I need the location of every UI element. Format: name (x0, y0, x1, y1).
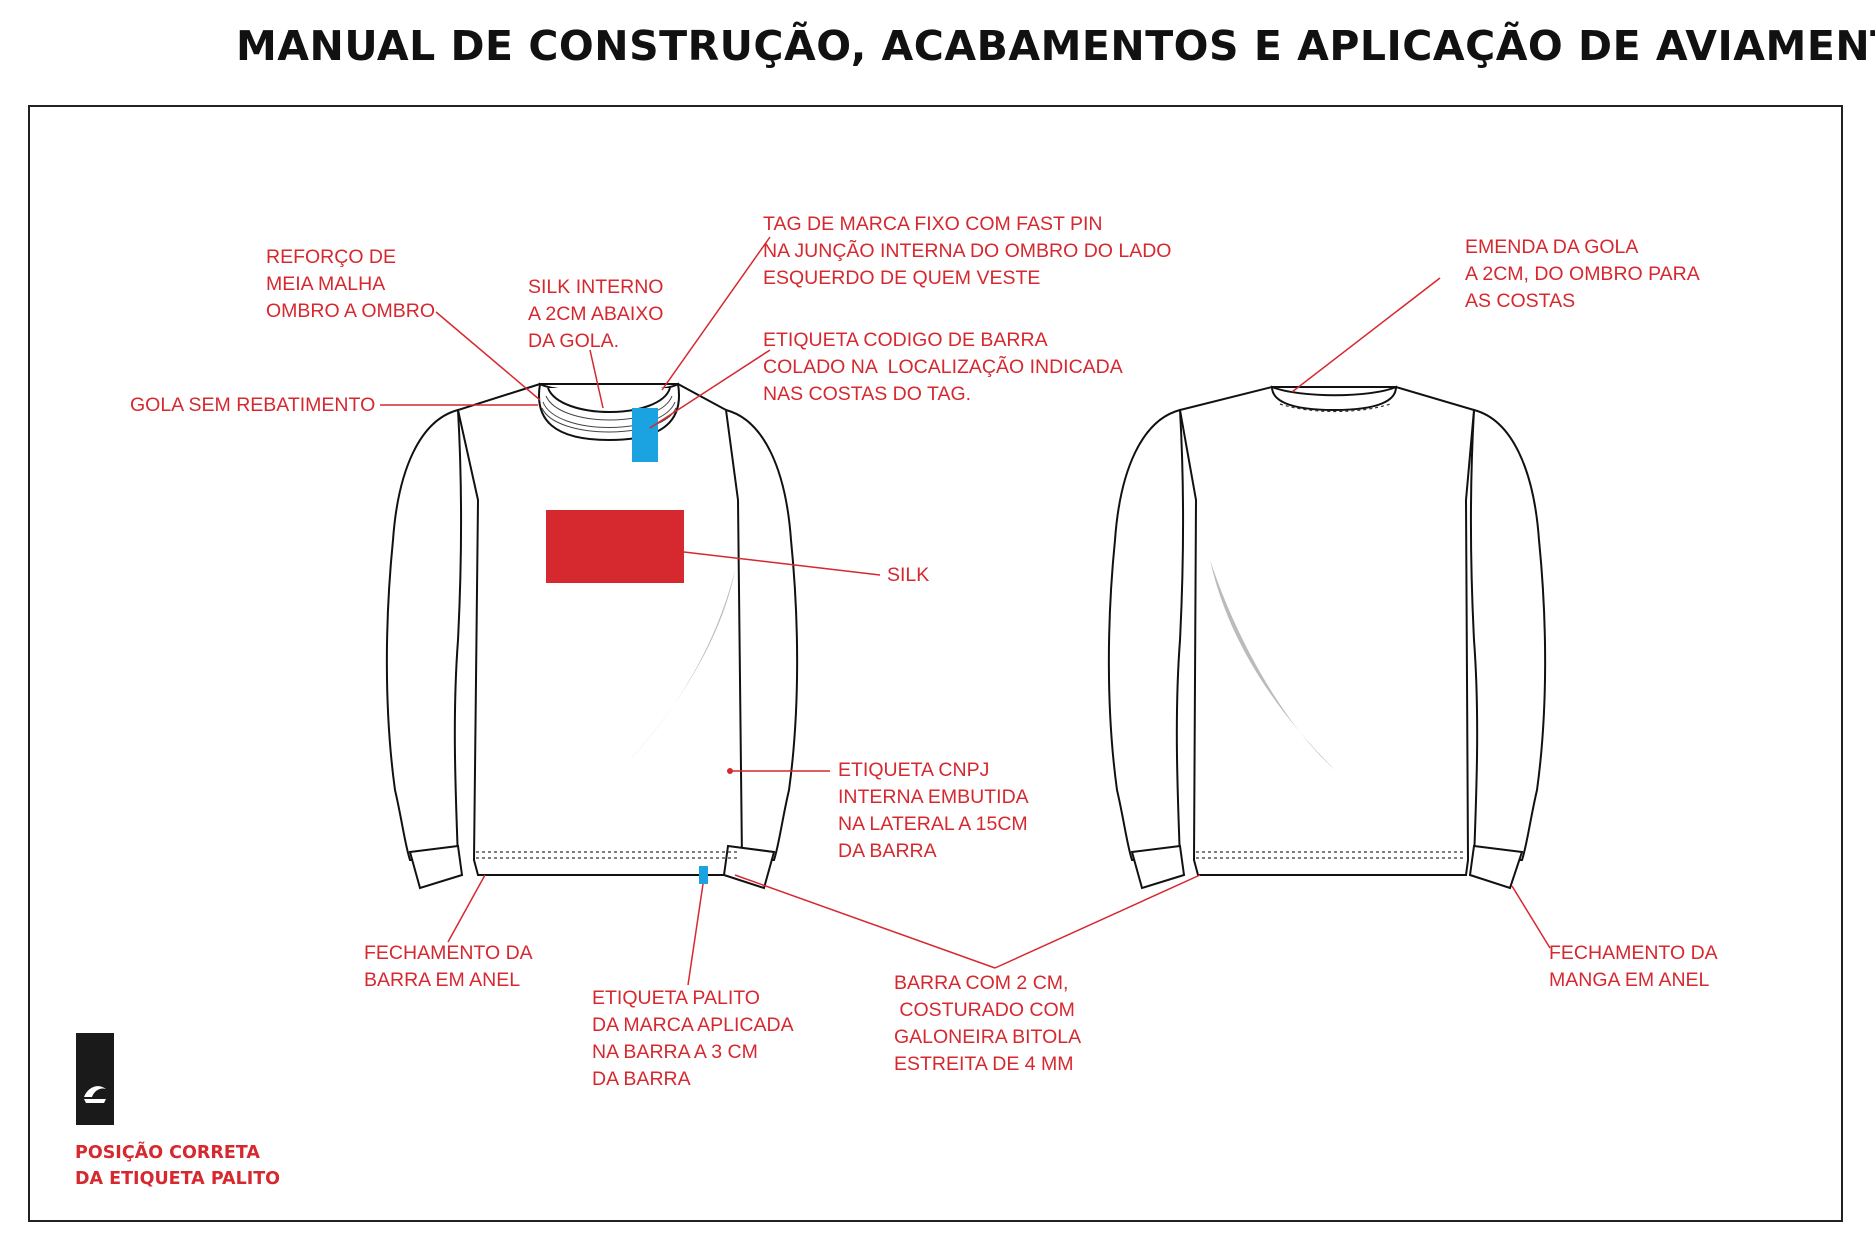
palito-caption: POSIÇÃO CORRETA DA ETIQUETA PALITO (75, 1143, 281, 1189)
annotation-tag-marca: TAG DE MARCA FIXO COM FAST PIN NA JUNÇÃO… (763, 213, 1172, 289)
back-right-cuff (1468, 844, 1524, 890)
annotation-emenda-gola: EMENDA DA GOLA A 2CM, DO OMBRO PARA AS C… (1465, 236, 1700, 312)
back-body (1178, 386, 1476, 876)
back-collar (1270, 385, 1398, 412)
annotation-gola: GOLA SEM REBATIMENTO (130, 394, 376, 416)
diagram-frame (28, 105, 1843, 1222)
front-left-cuff (408, 844, 464, 890)
annotation-etiqueta-palito: ETIQUETA PALITO DA MARCA APLICADA NA BAR… (592, 987, 794, 1090)
palito-label-marker (699, 866, 708, 884)
annotation-reforco: REFORÇO DE MEIA MALHA OMBRO A OMBRO (266, 246, 436, 322)
leader-lines (380, 236, 1551, 986)
annotation-barra: BARRA COM 2 CM, COSTURADO COM GALONEIRA … (894, 972, 1082, 1075)
annotation-silk: SILK (887, 564, 930, 586)
silk-print-area (546, 510, 684, 583)
back-garment (1107, 385, 1547, 890)
annotation-etiqueta-codigo: ETIQUETA CODIGO DE BARRA COLADO NA LOCAL… (763, 329, 1123, 405)
palito-tag-sample (76, 1033, 114, 1125)
back-left-sleeve (1107, 408, 1184, 861)
annotation-cnpj: ETIQUETA CNPJ INTERNA EMBUTIDA NA LATERA… (838, 759, 1029, 862)
front-garment (385, 382, 799, 890)
front-right-cuff (722, 844, 776, 890)
front-neck-opening (547, 387, 671, 413)
back-left-cuff (1130, 844, 1186, 890)
annotation-fechamento-manga: FECHAMENTO DA MANGA EM ANEL (1549, 942, 1718, 991)
brand-tag (632, 408, 658, 462)
front-body (456, 383, 744, 876)
back-right-sleeve (1470, 408, 1547, 861)
annotation-fechamento-barra: FECHAMENTO DA BARRA EM ANEL (364, 942, 533, 991)
annotation-silk-interno: SILK INTERNO A 2CM ABAIXO DA GOLA. (528, 276, 664, 352)
front-left-sleeve (385, 408, 462, 861)
brand-logo-icon (84, 1086, 106, 1103)
page-title: MANUAL DE CONSTRUÇÃO, ACABAMENTOS E APLI… (236, 22, 1875, 70)
